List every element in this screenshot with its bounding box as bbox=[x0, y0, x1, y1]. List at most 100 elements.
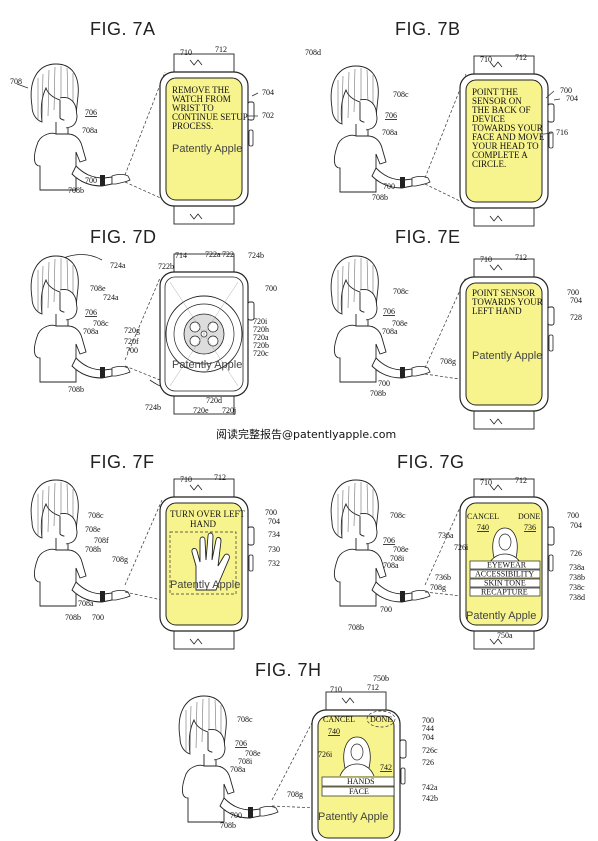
figure-label: FIG. 7H bbox=[255, 660, 322, 680]
svg-text:700: 700 bbox=[126, 346, 138, 355]
figure-7g: FIG. 7G CANCEL DONE 740 736 EYEWEAR ACCE… bbox=[330, 452, 585, 650]
svg-text:708a: 708a bbox=[78, 599, 94, 608]
watch-illustration bbox=[459, 258, 555, 430]
watch-screen-text: REMOVE THE WATCH FROM WRIST TO CONTINUE … bbox=[172, 85, 248, 131]
person-illustration bbox=[330, 255, 431, 383]
svg-text:732: 732 bbox=[268, 559, 280, 568]
svg-text:720j: 720j bbox=[222, 406, 236, 415]
svg-text:702: 702 bbox=[262, 111, 274, 120]
svg-text:708a: 708a bbox=[83, 327, 99, 336]
svg-text:742: 742 bbox=[380, 763, 392, 772]
svg-text:708g: 708g bbox=[430, 583, 446, 592]
svg-text:700: 700 bbox=[380, 605, 392, 614]
svg-text:706: 706 bbox=[85, 108, 97, 117]
svg-text:700: 700 bbox=[265, 284, 277, 293]
figure-label: FIG. 7F bbox=[90, 452, 155, 472]
cancel-button[interactable]: CANCEL bbox=[467, 512, 499, 521]
svg-text:704: 704 bbox=[570, 521, 582, 530]
svg-text:FACE AND MOVE: FACE AND MOVE bbox=[472, 132, 545, 142]
option-eyewear[interactable] bbox=[469, 560, 541, 570]
reference-numerals: 708 706 708a 708b 700 710 712 704 702 bbox=[10, 45, 274, 195]
option-face[interactable] bbox=[321, 786, 395, 797]
svg-text:708a: 708a bbox=[382, 327, 398, 336]
svg-text:700: 700 bbox=[92, 613, 104, 622]
figure-7h: FIG. 7H CANCEL DONE 740 HANDS FACE Paten… bbox=[178, 660, 438, 841]
tab-740[interactable]: 740 bbox=[477, 523, 489, 532]
watch-screen-text: POINT SENSOR TOWARDS YOUR LEFT HAND bbox=[472, 288, 543, 316]
svg-text:708c: 708c bbox=[237, 715, 253, 724]
svg-text:TOWARDS YOUR: TOWARDS YOUR bbox=[472, 123, 543, 133]
svg-text:708e: 708e bbox=[393, 545, 409, 554]
option-hands[interactable] bbox=[321, 776, 395, 787]
svg-text:708g: 708g bbox=[287, 790, 303, 799]
svg-text:POINT SENSOR: POINT SENSOR bbox=[472, 288, 535, 298]
svg-text:WATCH FROM: WATCH FROM bbox=[172, 94, 231, 104]
figure-7e: FIG. 7E POINT SENSOR TOWARDS YOUR LEFT H… bbox=[330, 227, 582, 430]
svg-text:726: 726 bbox=[570, 549, 582, 558]
svg-text:SKIN TONE: SKIN TONE bbox=[484, 579, 526, 588]
option-accessibility[interactable] bbox=[469, 569, 541, 579]
reference-numerals: 708c 706 708e 708i 708g 708a 708b 700 73… bbox=[348, 476, 585, 640]
svg-text:722: 722 bbox=[222, 250, 234, 259]
option-skin-tone[interactable] bbox=[469, 578, 541, 588]
svg-text:COMPLETE A: COMPLETE A bbox=[472, 150, 528, 160]
watermark: Patently Apple bbox=[172, 359, 242, 371]
svg-text:700: 700 bbox=[422, 716, 434, 725]
svg-text:710: 710 bbox=[480, 478, 492, 487]
options-list: HANDS FACE bbox=[321, 776, 395, 797]
svg-text:712: 712 bbox=[215, 45, 227, 54]
svg-text:CONTINUE SETUP: CONTINUE SETUP bbox=[172, 112, 248, 122]
svg-text:RECAPTURE: RECAPTURE bbox=[481, 588, 528, 597]
svg-text:YOUR HEAD TO: YOUR HEAD TO bbox=[472, 141, 539, 151]
svg-text:CIRCLE.: CIRCLE. bbox=[472, 159, 506, 169]
svg-text:700: 700 bbox=[383, 182, 395, 191]
svg-text:720f: 720f bbox=[124, 337, 139, 346]
svg-text:706: 706 bbox=[85, 308, 97, 317]
svg-text:726i: 726i bbox=[318, 750, 333, 759]
svg-text:708e: 708e bbox=[392, 319, 408, 328]
svg-text:700: 700 bbox=[230, 811, 242, 820]
reference-numerals: 708d 708c 706 708a 708b 700 710 712 700 … bbox=[305, 48, 578, 202]
svg-text:724b: 724b bbox=[248, 251, 264, 260]
figure-label: FIG. 7D bbox=[90, 227, 157, 247]
watermark: Patently Apple bbox=[466, 610, 536, 622]
svg-text:708b: 708b bbox=[220, 821, 236, 830]
svg-text:708b: 708b bbox=[348, 623, 364, 632]
tab-736[interactable]: 736 bbox=[524, 523, 536, 532]
svg-text:FACE: FACE bbox=[349, 787, 369, 796]
done-button[interactable]: DONE bbox=[370, 715, 392, 724]
svg-text:708i: 708i bbox=[390, 554, 405, 563]
svg-text:708b: 708b bbox=[370, 389, 386, 398]
figure-label: FIG. 7B bbox=[395, 19, 461, 39]
watch-screen-text: POINT THE SENSOR ON THE BACK OF DEVICE T… bbox=[472, 87, 545, 169]
avatar bbox=[339, 736, 375, 777]
svg-text:730: 730 bbox=[268, 545, 280, 554]
svg-text:710: 710 bbox=[180, 475, 192, 484]
svg-text:700: 700 bbox=[560, 86, 572, 95]
hand-frame bbox=[169, 531, 237, 595]
svg-text:708c: 708c bbox=[88, 511, 104, 520]
watermark: Patently Apple bbox=[170, 579, 240, 591]
option-recapture[interactable] bbox=[469, 587, 541, 597]
watermark: Patently Apple bbox=[318, 811, 388, 823]
tab-740[interactable]: 740 bbox=[328, 727, 340, 736]
svg-text:708b: 708b bbox=[65, 613, 81, 622]
cancel-button[interactable]: CANCEL bbox=[323, 715, 355, 724]
done-button[interactable]: DONE bbox=[518, 512, 540, 521]
svg-text:704: 704 bbox=[422, 733, 434, 742]
reference-numerals: 708c 706 708e 708i 708a 708g 708b 700 71… bbox=[220, 674, 438, 830]
svg-text:708i: 708i bbox=[238, 757, 253, 766]
svg-text:708g: 708g bbox=[440, 357, 456, 366]
svg-text:710: 710 bbox=[480, 55, 492, 64]
svg-text:708a: 708a bbox=[230, 765, 246, 774]
hand-illustration bbox=[191, 532, 230, 591]
source-note: 阅读完整报告@patentlyapple.com bbox=[216, 427, 396, 441]
watermark: Patently Apple bbox=[172, 143, 242, 155]
reference-numerals: 708c 706 708e 708a 708b 708g 700 710 712… bbox=[370, 253, 582, 398]
svg-text:708b: 708b bbox=[68, 186, 84, 195]
svg-text:708c: 708c bbox=[390, 511, 406, 520]
svg-text:720g: 720g bbox=[124, 326, 140, 335]
svg-text:706: 706 bbox=[235, 739, 247, 748]
svg-text:708c: 708c bbox=[93, 319, 109, 328]
watch-screen-text: TURN OVER LEFT HAND bbox=[170, 509, 245, 529]
